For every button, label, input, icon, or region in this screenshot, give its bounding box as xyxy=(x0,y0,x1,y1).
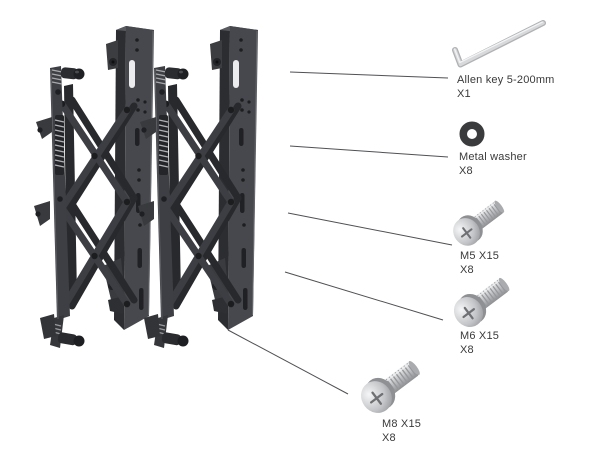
m6-screw-icon xyxy=(446,269,517,334)
m5-screw-icon xyxy=(446,192,512,253)
part-qty: X8 xyxy=(382,431,396,444)
bracket-unit-right xyxy=(138,26,258,348)
m8-screw-icon xyxy=(353,351,428,421)
callout-line-m5 xyxy=(287,212,453,246)
part-label-m6-screw: M6 X15 X8 xyxy=(460,330,499,357)
part-name: M8 X15 xyxy=(382,418,422,430)
part-qty: X1 xyxy=(457,87,471,100)
part-name: Metal washer xyxy=(459,151,527,163)
washer-icon xyxy=(459,121,485,147)
allen-key-icon xyxy=(452,20,546,68)
part-label-m5-screw: M5 X15 X8 xyxy=(460,250,499,277)
callout-line-m8 xyxy=(227,329,349,395)
callout-line-washer xyxy=(289,145,449,158)
part-name: Allen key 5-200mm xyxy=(457,74,555,86)
part-name: M5 X15 xyxy=(460,250,500,262)
bracket-unit-left xyxy=(34,26,154,348)
part-label-m8-screw: M8 X15 X8 xyxy=(382,418,421,445)
part-name: M6 X15 xyxy=(460,330,500,342)
part-qty: X8 xyxy=(459,164,473,177)
callout-line-allen-key xyxy=(289,71,449,79)
part-label-metal-washer: Metal washer X8 xyxy=(459,151,527,178)
part-label-allen-key: Allen key 5-200mm X1 xyxy=(457,74,555,101)
part-qty: X8 xyxy=(460,343,474,356)
part-qty: X8 xyxy=(460,263,474,276)
callout-line-m6 xyxy=(284,271,444,321)
